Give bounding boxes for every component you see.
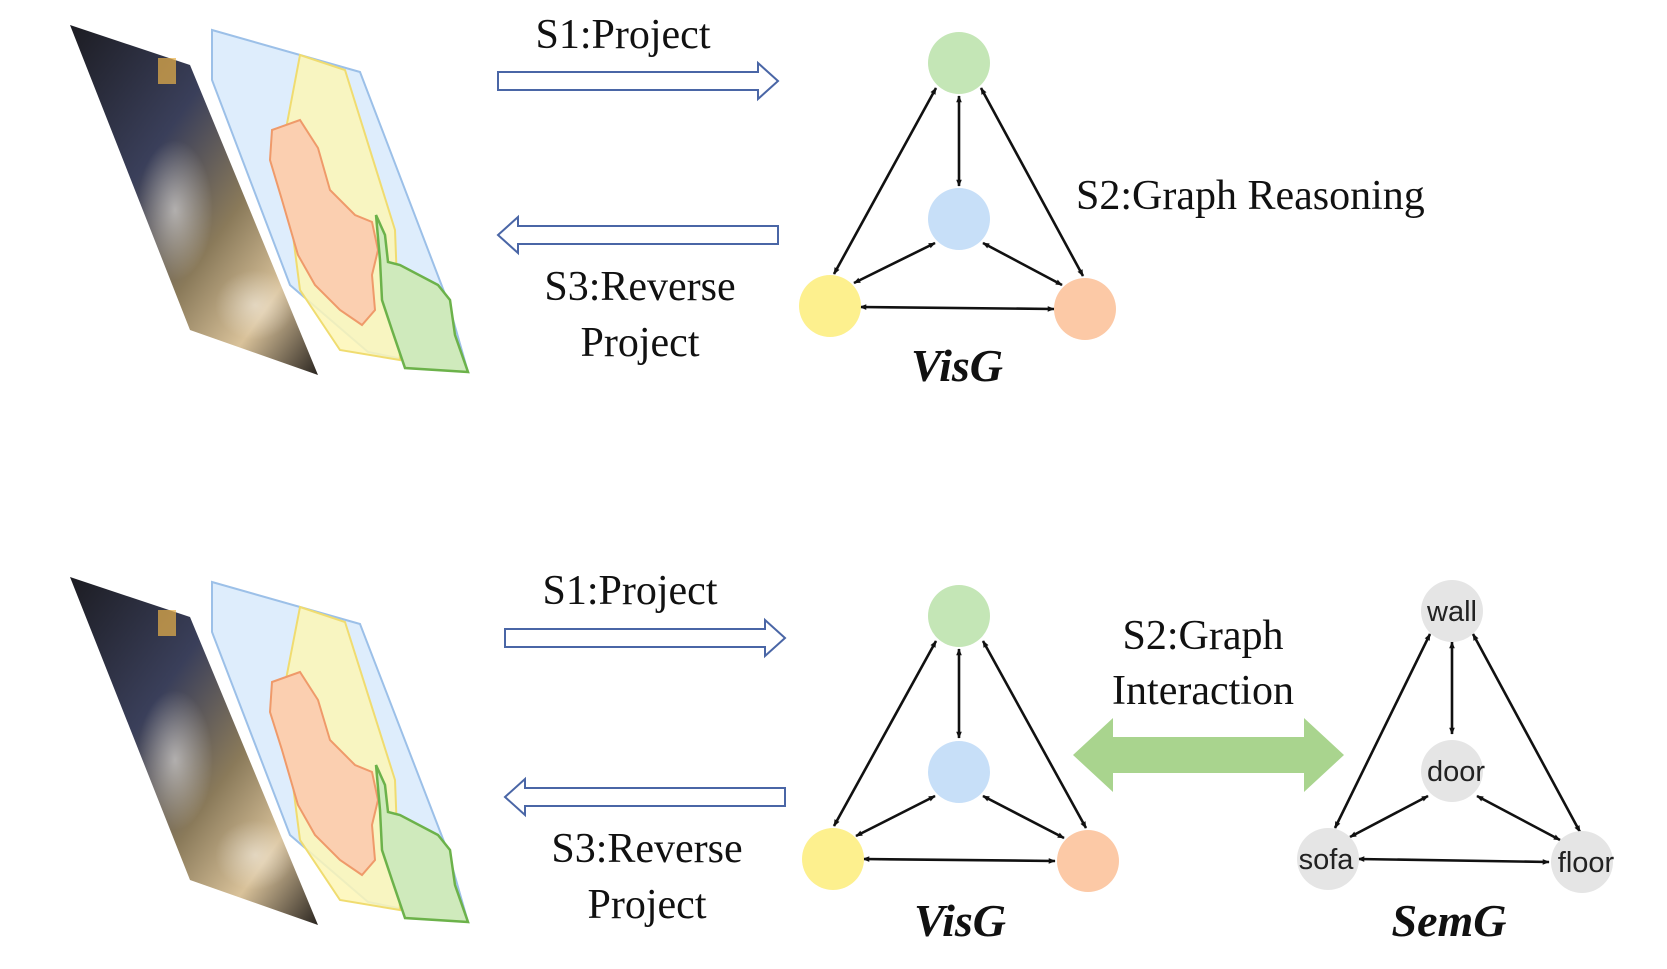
visg-node-yellow	[802, 828, 864, 890]
semg-label-door: door	[1427, 756, 1485, 788]
s3-project-label-bottom: Project	[588, 882, 707, 928]
visg-node-orange	[1054, 278, 1116, 340]
segmentation-region-green	[374, 764, 470, 924]
visg-title-top: VisG	[911, 340, 1003, 391]
semg-graph: wall door sofa floor SemG	[1297, 580, 1615, 946]
input-image-stack-bottom	[70, 577, 470, 925]
reverse-project-arrow-top	[496, 214, 779, 256]
s3-reverse-label-top: S3:Reverse	[544, 264, 735, 310]
visg-graph-top: VisG	[799, 32, 1116, 391]
visg-node-orange	[1057, 830, 1119, 892]
semg-node-door	[1421, 740, 1483, 802]
s2-interaction-label: Interaction	[1112, 668, 1294, 714]
segmentation-region-orange	[268, 118, 380, 327]
top-panel: S1:Project S3:Reverse Project S2:Graph R…	[70, 12, 1425, 391]
project-arrow-bottom	[504, 617, 787, 659]
semg-title: SemG	[1392, 895, 1507, 946]
visg-node-green	[928, 32, 990, 94]
semg-node-sofa	[1297, 828, 1359, 890]
s3-project-label-top: Project	[581, 320, 700, 366]
reverse-project-arrow-bottom	[503, 776, 786, 818]
visg-node-blue	[928, 188, 990, 250]
s3-reverse-label-bottom: S3:Reverse	[551, 826, 742, 872]
semg-node-wall	[1421, 580, 1483, 642]
visg-graph-bottom: VisG	[802, 585, 1119, 946]
bottom-panel: S1:Project S3:Reverse Project S2:Graph I…	[70, 568, 1615, 946]
project-arrow-top	[497, 60, 780, 102]
input-image-stack-top	[70, 25, 470, 375]
s2-graph-label: S2:Graph	[1123, 613, 1284, 659]
semg-label-wall: wall	[1426, 596, 1477, 628]
segmentation-region-orange	[268, 670, 380, 877]
s2-graph-reasoning-label: S2:Graph Reasoning	[1076, 173, 1425, 219]
visg-node-yellow	[799, 275, 861, 337]
semg-label-floor: floor	[1558, 847, 1615, 879]
s1-project-label-bottom: S1:Project	[543, 568, 718, 614]
visg-title-bottom: VisG	[914, 895, 1006, 946]
visg-node-green	[928, 585, 990, 647]
graph-interaction-arrow	[1073, 718, 1344, 792]
semg-node-floor	[1551, 831, 1613, 893]
visg-node-blue	[928, 741, 990, 803]
semg-label-sofa: sofa	[1299, 844, 1355, 876]
segmentation-region-green	[374, 214, 470, 374]
s1-project-label-top: S1:Project	[536, 12, 711, 58]
